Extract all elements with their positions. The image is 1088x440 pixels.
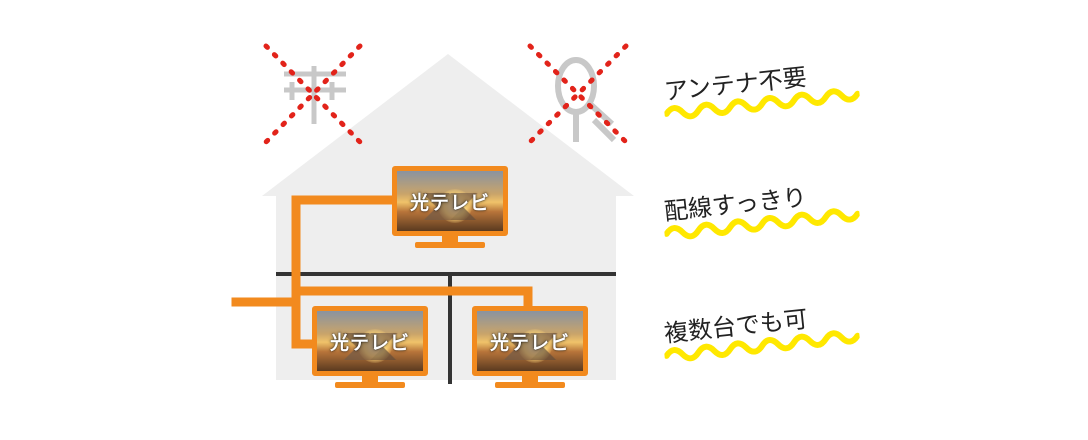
tv-label: 光テレビ <box>409 192 490 214</box>
tv-screen <box>312 306 428 376</box>
tv-label: 光テレビ <box>489 332 570 354</box>
feature-no-antenna: アンテナ不要 <box>662 50 875 120</box>
feature-multiple-tvs: 複数台でも可 <box>662 292 875 362</box>
cross-mark-icon <box>263 43 363 145</box>
feature-tidy-wiring: 配線すっきり <box>662 170 875 240</box>
satellite-dish-icon <box>555 57 617 143</box>
squiggle-underline-icon <box>663 330 861 362</box>
tv-screen <box>472 306 588 376</box>
squiggle-underline-icon <box>663 208 861 240</box>
tv-downstairs-left: 光テレビ <box>312 306 428 388</box>
tv-downstairs-right: 光テレビ <box>472 306 588 388</box>
tv-screen <box>392 166 508 236</box>
fiber-cable <box>231 195 533 349</box>
tv-stand <box>495 376 565 388</box>
cross-mark-icon <box>527 43 629 145</box>
tv-stand <box>415 236 485 248</box>
squiggle-underline-icon <box>663 88 861 120</box>
tv-upstairs: 光テレビ <box>392 166 508 248</box>
tv-label: 光テレビ <box>329 332 410 354</box>
tv-stand <box>335 376 405 388</box>
